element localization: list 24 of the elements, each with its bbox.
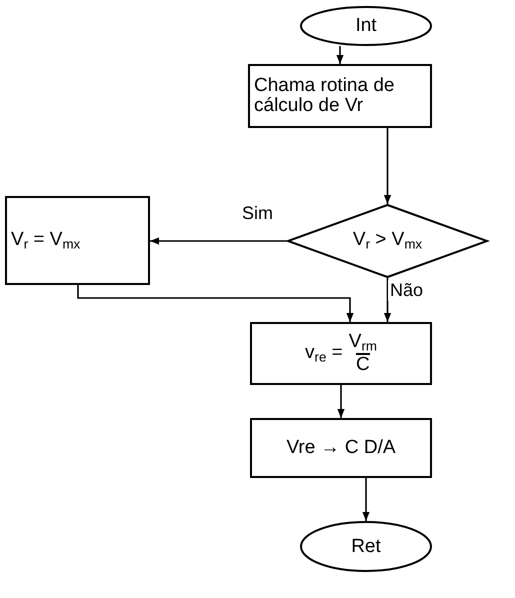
denominator: C [356,353,370,376]
process-box [5,196,150,285]
arrow [336,46,344,64]
arrow [362,478,370,521]
node-text: Ret [351,536,381,556]
arrow [384,128,392,204]
node-text: Vre → C D/A [286,438,396,458]
numerator: V$_{rm}$ [348,332,377,354]
edge-label: Não [388,280,426,301]
node-text: Int [355,16,377,36]
process-box [250,322,432,385]
terminal-ellipse [300,521,432,572]
node-text: V$_{r}$ = V$_{mx}$ [11,230,80,252]
decision-diamond [287,204,488,278]
process-box [248,64,432,128]
process-box [250,418,432,478]
arrow [384,278,392,322]
arrow [77,285,354,322]
arrow [337,385,345,418]
terminal-ellipse [300,6,432,46]
node-text: Chama rotina de cálculo de Vr [254,76,396,116]
node-text: v$_{re}$ = [305,342,343,364]
node-text: V$_{r}$ > V$_{mx}$ [352,230,422,252]
arrow [150,237,287,245]
